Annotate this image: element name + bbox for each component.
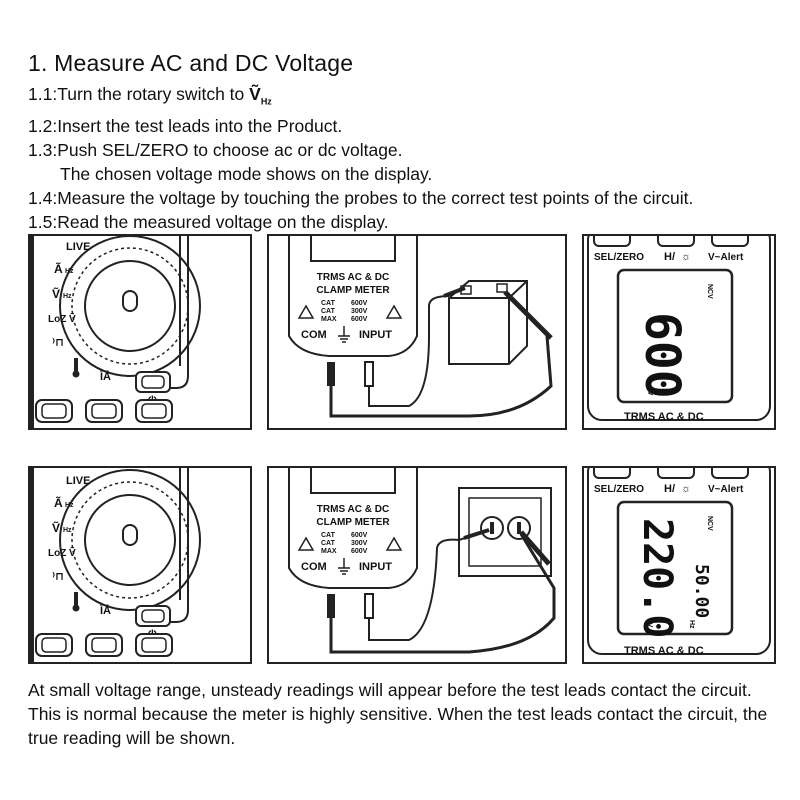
- svg-text:<: <: [648, 388, 653, 398]
- svg-text:CAT: CAT: [321, 300, 336, 307]
- svg-text:CAT: CAT: [321, 540, 336, 547]
- svg-text:V~Alert: V~Alert: [708, 484, 744, 495]
- svg-text:☼: ☼: [681, 251, 691, 263]
- step-1-3: 1.3:Push SEL/ZERO to choose ac or dc vol…: [28, 139, 403, 160]
- note-paragraph: At small voltage range, unsteady reading…: [28, 680, 768, 748]
- svg-text:TRMS AC & DC: TRMS AC & DC: [317, 504, 389, 515]
- svg-text:Ṽ: Ṽ: [69, 546, 76, 559]
- battery-panel: TRMS AC & DC CLAMP METER CAT 600V CAT 30…: [267, 234, 567, 430]
- battery-illustration: [448, 280, 528, 365]
- svg-text:CAT: CAT: [321, 308, 336, 315]
- svg-text:Hz: Hz: [63, 293, 72, 300]
- button-3[interactable]: [135, 633, 173, 657]
- step-1-4: 1.4:Measure the voltage by touching the …: [28, 187, 694, 208]
- svg-text:ĪĀ: ĪĀ: [99, 605, 111, 617]
- steps-list: 1.1:Turn the rotary switch to ṼHz 1.2:In…: [28, 82, 693, 234]
- button-2[interactable]: [85, 399, 123, 423]
- button-1[interactable]: [35, 633, 73, 657]
- lcd-screen: [616, 268, 734, 404]
- svg-text:COM: COM: [301, 561, 327, 573]
- rotary-dial[interactable]: [84, 494, 176, 586]
- outlet-panel: TRMS AC & DC CLAMP METER CAT 600V CAT 30…: [267, 466, 567, 664]
- svg-text:INPUT: INPUT: [359, 329, 392, 341]
- button-2[interactable]: [85, 633, 123, 657]
- step-1-3-cont: The chosen voltage mode shows on the dis…: [60, 163, 433, 184]
- rotary-dial-ring: [59, 236, 201, 377]
- display-panel-ac: SEL/ZERO H/ ☼ V~Alert NCV 220.0 50.00 < …: [582, 466, 776, 664]
- svg-text:NCV: NCV: [706, 284, 713, 299]
- dial-panel-bottom: LIVE Ã Hz Ṽ Hz LoZ Ṽ ⁾⊓ ĪĀ ⏻: [28, 466, 252, 664]
- svg-text:Ã: Ã: [54, 495, 63, 510]
- svg-text:Ṽ: Ṽ: [69, 312, 76, 325]
- svg-text:SEL/ZERO: SEL/ZERO: [594, 484, 644, 495]
- svg-text:Hz: Hz: [65, 268, 74, 275]
- page-title: 1. Measure AC and DC Voltage: [28, 50, 354, 76]
- svg-text:MAX: MAX: [321, 316, 337, 323]
- step-1-5: 1.5:Read the measured voltage on the dis…: [28, 211, 389, 232]
- svg-text:Hz: Hz: [63, 527, 72, 534]
- svg-text:ĪĀ: ĪĀ: [99, 371, 111, 383]
- svg-text:LIVE: LIVE: [66, 475, 90, 487]
- step-1-1: 1.1:Turn the rotary switch to ṼHz: [28, 84, 272, 107]
- button-3[interactable]: [135, 399, 173, 423]
- svg-text:NCV: NCV: [706, 516, 713, 531]
- svg-text:600V: 600V: [351, 300, 368, 307]
- svg-text:☼: ☼: [681, 483, 691, 495]
- svg-text:H/: H/: [664, 251, 675, 263]
- rotary-dial[interactable]: [84, 260, 176, 352]
- step-1-2: 1.2:Insert the test leads into the Produ…: [28, 115, 343, 136]
- svg-text:<: <: [648, 620, 653, 630]
- power-button[interactable]: [135, 371, 171, 393]
- svg-text:300V: 300V: [351, 540, 368, 547]
- svg-text:600V: 600V: [351, 532, 368, 539]
- svg-text:TRMS AC & DC: TRMS AC & DC: [624, 645, 704, 657]
- dial-panel-top: LIVE Ã Hz Ṽ Hz LoZ Ṽ ⁾⊓ ĪĀ ⏻: [28, 234, 252, 430]
- svg-text:CLAMP METER: CLAMP METER: [316, 285, 390, 296]
- svg-text:CAT: CAT: [321, 532, 336, 539]
- svg-text:LIVE: LIVE: [66, 241, 90, 253]
- svg-text:⁾⊓: ⁾⊓: [52, 571, 64, 583]
- svg-text:MAX: MAX: [321, 548, 337, 555]
- svg-text:Ã: Ã: [54, 261, 63, 276]
- svg-text:Hz: Hz: [688, 620, 695, 629]
- ac-volt-symbol: Ṽ: [249, 84, 261, 104]
- power-button[interactable]: [135, 605, 171, 627]
- svg-text:TRMS AC & DC: TRMS AC & DC: [317, 272, 389, 283]
- svg-text:LoZ: LoZ: [48, 314, 66, 325]
- lcd-screen: [616, 500, 734, 636]
- display-panel-dc: SEL/ZERO H/ ☼ V~Alert NCV 600 < TRMS AC …: [582, 234, 776, 430]
- lcd-reading: 220.0: [634, 518, 680, 638]
- lcd-reading: 600: [634, 312, 690, 399]
- button-1[interactable]: [35, 399, 73, 423]
- svg-text:Ṽ: Ṽ: [52, 286, 60, 301]
- svg-text:LoZ: LoZ: [48, 548, 66, 559]
- svg-text:CLAMP METER: CLAMP METER: [316, 517, 390, 528]
- svg-text:Hz: Hz: [65, 502, 74, 509]
- svg-text:⁾⊓: ⁾⊓: [52, 337, 64, 349]
- svg-text:V~Alert: V~Alert: [708, 252, 744, 263]
- svg-text:COM: COM: [301, 329, 327, 341]
- wall-outlet: [458, 487, 552, 577]
- svg-text:300V: 300V: [351, 308, 368, 315]
- svg-text:SEL/ZERO: SEL/ZERO: [594, 252, 644, 263]
- svg-text:INPUT: INPUT: [359, 561, 392, 573]
- svg-text:TRMS AC & DC: TRMS AC & DC: [624, 411, 704, 423]
- svg-text:600V: 600V: [351, 548, 368, 555]
- svg-text:Ṽ: Ṽ: [52, 520, 60, 535]
- svg-text:H/: H/: [664, 483, 675, 495]
- lcd-frequency: 50.00: [691, 564, 712, 618]
- svg-text:600V: 600V: [351, 316, 368, 323]
